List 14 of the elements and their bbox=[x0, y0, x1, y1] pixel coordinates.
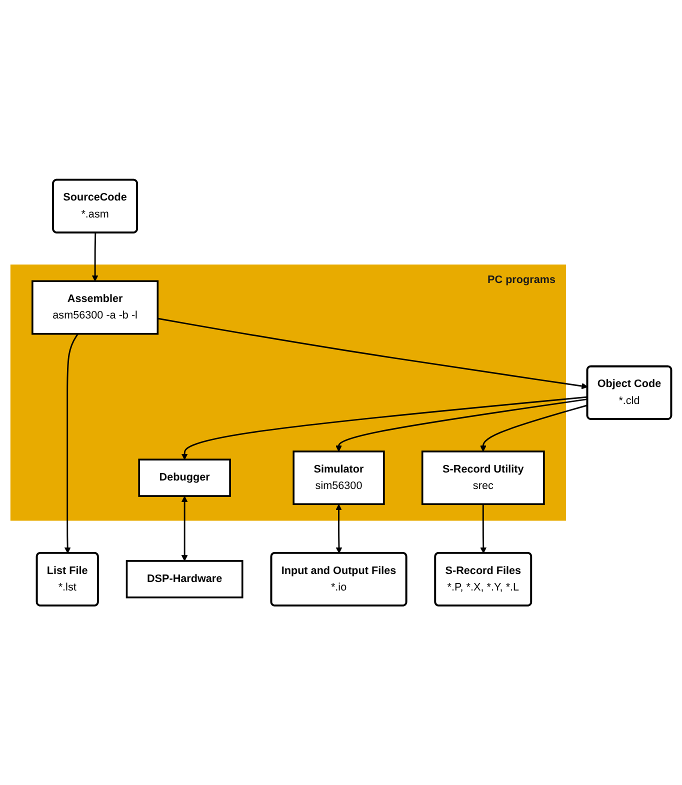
arrow bbox=[480, 504, 487, 554]
arrow bbox=[480, 404, 588, 452]
node-box: S-Record Utility srec bbox=[421, 450, 545, 505]
node-box: Simulator sim56300 bbox=[292, 450, 385, 505]
node-box: Assembler asm56300 -a -b -l bbox=[32, 280, 159, 335]
node-box: Debugger bbox=[138, 458, 231, 497]
arrow bbox=[336, 504, 342, 554]
arrow bbox=[181, 396, 588, 460]
arrow bbox=[336, 398, 588, 452]
node-box: DSP-Hardware bbox=[126, 560, 244, 598]
arrow bbox=[181, 496, 188, 562]
arrow bbox=[64, 333, 79, 554]
arrow bbox=[158, 318, 588, 390]
arrow bbox=[92, 232, 98, 282]
